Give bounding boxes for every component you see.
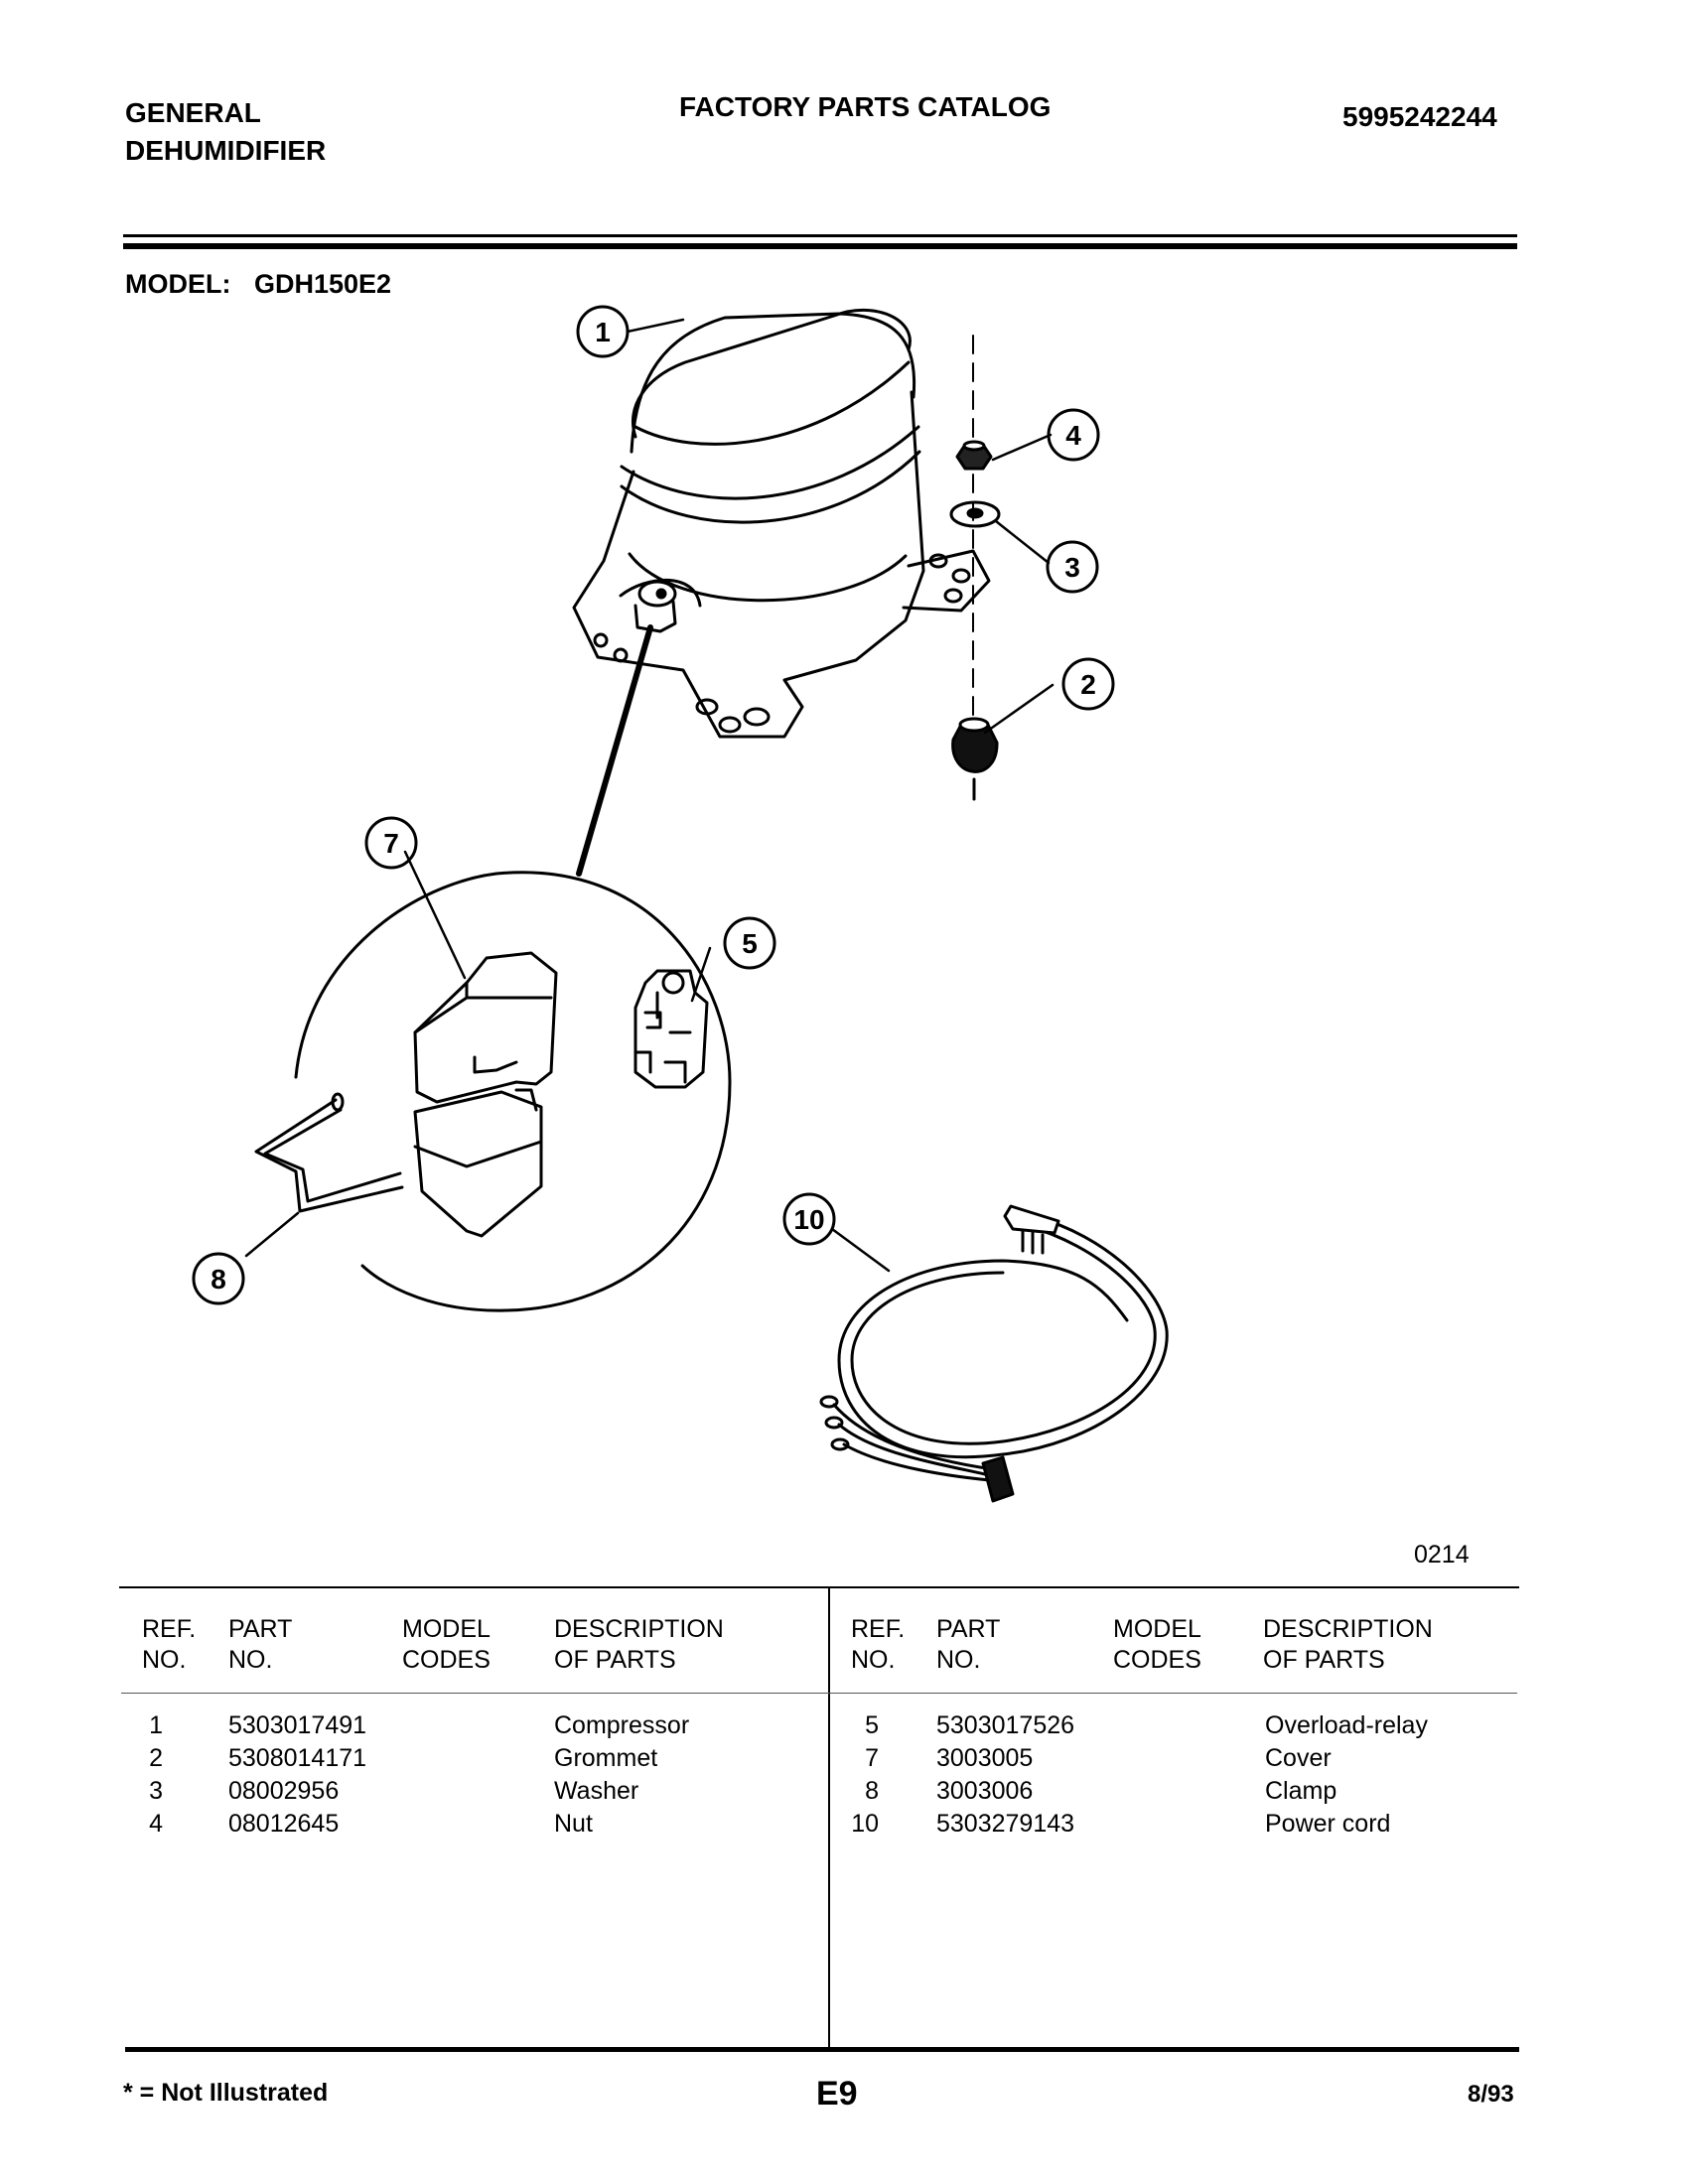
overload-relay-drawing [633, 969, 709, 1089]
figure-code: 0214 [1414, 1541, 1470, 1569]
power-cord-drawing [819, 1204, 1169, 1503]
col-header-model-codes: MODEL CODES [402, 1615, 491, 1674]
col-header-model-codes-right: MODEL CODES [1113, 1615, 1201, 1674]
table-row: 8 3003006 Clamp [865, 1777, 1337, 1805]
table-row: 3 08002956 Washer [149, 1777, 639, 1805]
col-header-part: PART NO. [228, 1615, 293, 1674]
washer-drawing [949, 500, 1001, 528]
callout-circle-2 [1061, 657, 1115, 711]
table-row: 7 3003005 Cover [865, 1744, 1332, 1772]
callout-circle-5 [723, 916, 776, 970]
callout-4: 4 [1065, 420, 1081, 451]
callout-circle-3 [1046, 540, 1099, 594]
brand-line-2: DEHUMIDIFIER [125, 135, 327, 166]
revision-date: 8/93 [1468, 2081, 1514, 2108]
brand-line-1: GENERAL [125, 97, 261, 128]
col-header-ref: REF. NO. [142, 1615, 197, 1674]
detail-leader [576, 624, 653, 877]
model-label: MODEL: [125, 269, 231, 299]
table-top-rule [119, 1586, 1519, 1588]
callout-7: 7 [383, 828, 399, 859]
cover-drawing [413, 951, 558, 1238]
col-header-ref-right: REF. NO. [851, 1615, 906, 1674]
callout-1: 1 [595, 317, 611, 347]
table-row: 2 5308014171 Grommet [149, 1744, 658, 1772]
header-rule-bottom [123, 243, 1517, 249]
callout-circle-1 [576, 305, 630, 358]
callout-8: 8 [211, 1264, 226, 1295]
table-column-divider [828, 1588, 830, 2047]
page-title: FACTORY PARTS CATALOG [679, 91, 1052, 122]
parts-list-right: 5 5303017526 Overload-relay 7 3003005 Co… [839, 1709, 1428, 1841]
table-row: 10 5303279143 Power cord [851, 1810, 1391, 1838]
footer-rule [125, 2047, 1519, 2052]
exploded-parts-diagram: 1 2 3 4 5 7 8 10 [192, 305, 1169, 1503]
col-header-description: DESCRIPTION OF PARTS [554, 1615, 724, 1674]
col-header-part-right: PART NO. [936, 1615, 1001, 1674]
callout-circle-10 [782, 1192, 836, 1246]
callout-circle-4 [1047, 408, 1100, 462]
clamp-drawing [254, 1092, 404, 1213]
table-row: 1 5303017491 Compressor [149, 1711, 690, 1739]
callout-3: 3 [1064, 552, 1080, 583]
parts-list-left: 1 5303017491 Compressor 2 5308014171 Gro… [129, 1709, 689, 1841]
callout-circle-8 [192, 1252, 245, 1305]
not-illustrated-note: * = Not Illustrated [123, 2079, 329, 2107]
compressor-drawing [572, 308, 991, 739]
table-header-rule [121, 1693, 1517, 1694]
table-row: 4 08012645 Nut [149, 1810, 593, 1838]
table-row: 5 5303017526 Overload-relay [865, 1711, 1428, 1739]
model-value: GDH150E2 [254, 269, 392, 299]
page-number: E9 [816, 2075, 858, 2113]
col-header-description-right: DESCRIPTION OF PARTS [1263, 1615, 1433, 1674]
callout-2: 2 [1080, 669, 1096, 700]
catalog-number: 5995242244 [1342, 101, 1497, 132]
callout-5: 5 [742, 928, 758, 959]
nut-drawing [955, 440, 993, 471]
callout-10: 10 [793, 1204, 824, 1235]
callout-circle-7 [364, 816, 418, 870]
grommet-drawing [951, 717, 999, 801]
header-rule-top [123, 234, 1517, 237]
detail-circle [294, 871, 732, 1312]
